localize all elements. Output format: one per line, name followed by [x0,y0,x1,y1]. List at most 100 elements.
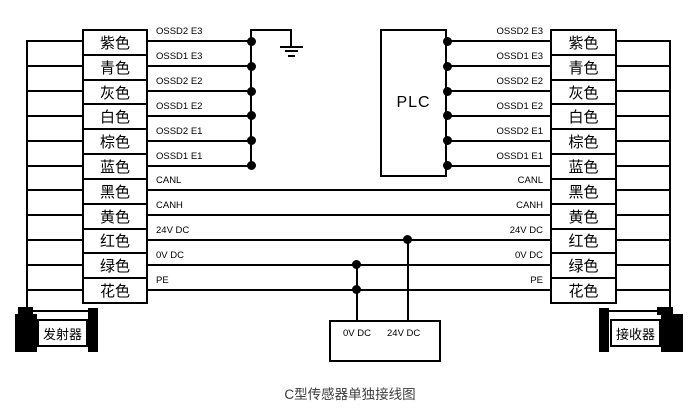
ground-bar-icon [285,50,298,52]
wire-label: OSSD2 E1 [496,125,543,137]
ground-bar-icon [288,54,295,57]
color-terminal-cell: 青色 [82,53,148,81]
receiver-end-cap [599,308,609,352]
cable-rung-line [27,189,84,192]
ossd-common-bus [250,29,252,167]
cable-rung-line [615,288,671,291]
wire-label: OSSD1 E1 [496,150,543,162]
wire-line [148,238,550,241]
junction-dot [246,86,256,96]
color-terminal-cell: 白色 [550,103,617,131]
color-terminal-cell: 红色 [550,227,617,255]
receiver-cable-bus [669,40,671,308]
wire-line [447,90,550,93]
color-terminal-cell: 紫色 [550,29,617,56]
color-terminal-cell: 紫色 [82,29,148,56]
cable-rung-line [27,288,84,291]
junction-dot [246,36,256,46]
color-terminal-cell: 黑色 [82,177,148,205]
color-terminal-cell: 黄色 [82,202,148,230]
junction-dot [246,111,256,121]
cable-rung-line [27,65,84,68]
ground-stem-line [290,30,292,46]
color-terminal-cell: 蓝色 [550,153,617,180]
cable-rung-line [615,189,671,192]
wire-line [148,139,252,142]
junction-dot [246,61,256,71]
wire-label: OSSD2 E3 [156,26,203,38]
cable-rung-line [615,214,671,217]
cable-rung-line [615,65,671,68]
wire-label: CANH [516,200,543,212]
junction-dot [403,235,413,245]
cable-rung-line [615,40,671,43]
wire-line [148,114,252,117]
wire-line [447,164,550,167]
wire-label: CANH [156,200,183,212]
color-terminal-cell: 灰色 [82,78,148,106]
wire-label: OSSD1 E3 [156,51,203,63]
cable-rung-line [615,164,671,167]
wire-label: PE [530,274,543,286]
transmitter-body [15,314,37,352]
power-24v-label: 24V DC [387,328,421,339]
power-supply-box: 0V DC 24V DC [329,320,441,362]
color-terminal-cell: 花色 [550,277,617,304]
color-terminal-cell: 灰色 [550,78,617,106]
color-terminal-cell: 绿色 [82,252,148,280]
junction-dot [442,61,452,71]
cable-rung-line [27,40,84,43]
wire-line [148,214,550,217]
wire-line [447,114,550,117]
color-terminal-cell: 青色 [550,53,617,81]
color-terminal-cell: 蓝色 [82,153,148,180]
plc-box: PLC [380,29,447,177]
wire-line [148,40,252,43]
cable-rung-line [615,238,671,241]
cable-rung-line [27,164,84,167]
color-terminal-cell: 棕色 [82,128,148,156]
receiver-label: 接收器 [615,326,655,342]
wire-line [148,65,252,68]
cable-rung-line [27,263,84,266]
transmitter-label-box: 发射器 [37,319,88,347]
cable-rung-line [27,238,84,241]
color-terminal-cell: 红色 [82,227,148,255]
cable-rung-line [27,114,84,117]
wire-label: 0V DC [515,249,543,261]
wire-label: OSSD2 E2 [156,76,203,88]
wire-line [148,164,252,167]
junction-dot [352,285,362,295]
wire-label: OSSD1 E3 [496,51,543,63]
color-terminal-cell: 黑色 [550,177,617,205]
junction-dot [352,260,362,270]
plc-label: PLC [396,94,431,111]
junction-dot [442,136,452,146]
wire-line [447,139,550,142]
wire-label: 0V DC [156,249,184,261]
junction-dot [246,161,256,170]
wire-label: OSSD2 E3 [496,26,543,38]
cable-rung-line [27,139,84,142]
wire-label: CANL [156,175,182,187]
wire-label: OSSD1 E2 [496,100,543,112]
cable-rung-line [27,90,84,93]
color-terminal-cell: 黄色 [550,202,617,230]
wire-line [148,288,550,291]
transmitter-end-cap [88,308,98,352]
receiver-frame-line [606,310,672,312]
wire-line [447,40,550,43]
color-terminal-cell: 棕色 [550,128,617,156]
wire-label: OSSD2 E1 [156,125,203,137]
junction-dot [442,86,452,96]
wire-label: OSSD1 E2 [156,100,203,112]
diagram-title: C型传感器单独接线图 [284,387,416,402]
transmitter-frame-line [25,310,92,312]
wire-label: 24V DC [509,224,543,236]
color-terminal-cell: 绿色 [550,252,617,280]
wire-label: 24V DC [156,224,190,236]
color-terminal-cell: 白色 [82,103,148,131]
junction-dot [442,161,452,170]
wire-label: OSSD2 E2 [496,76,543,88]
